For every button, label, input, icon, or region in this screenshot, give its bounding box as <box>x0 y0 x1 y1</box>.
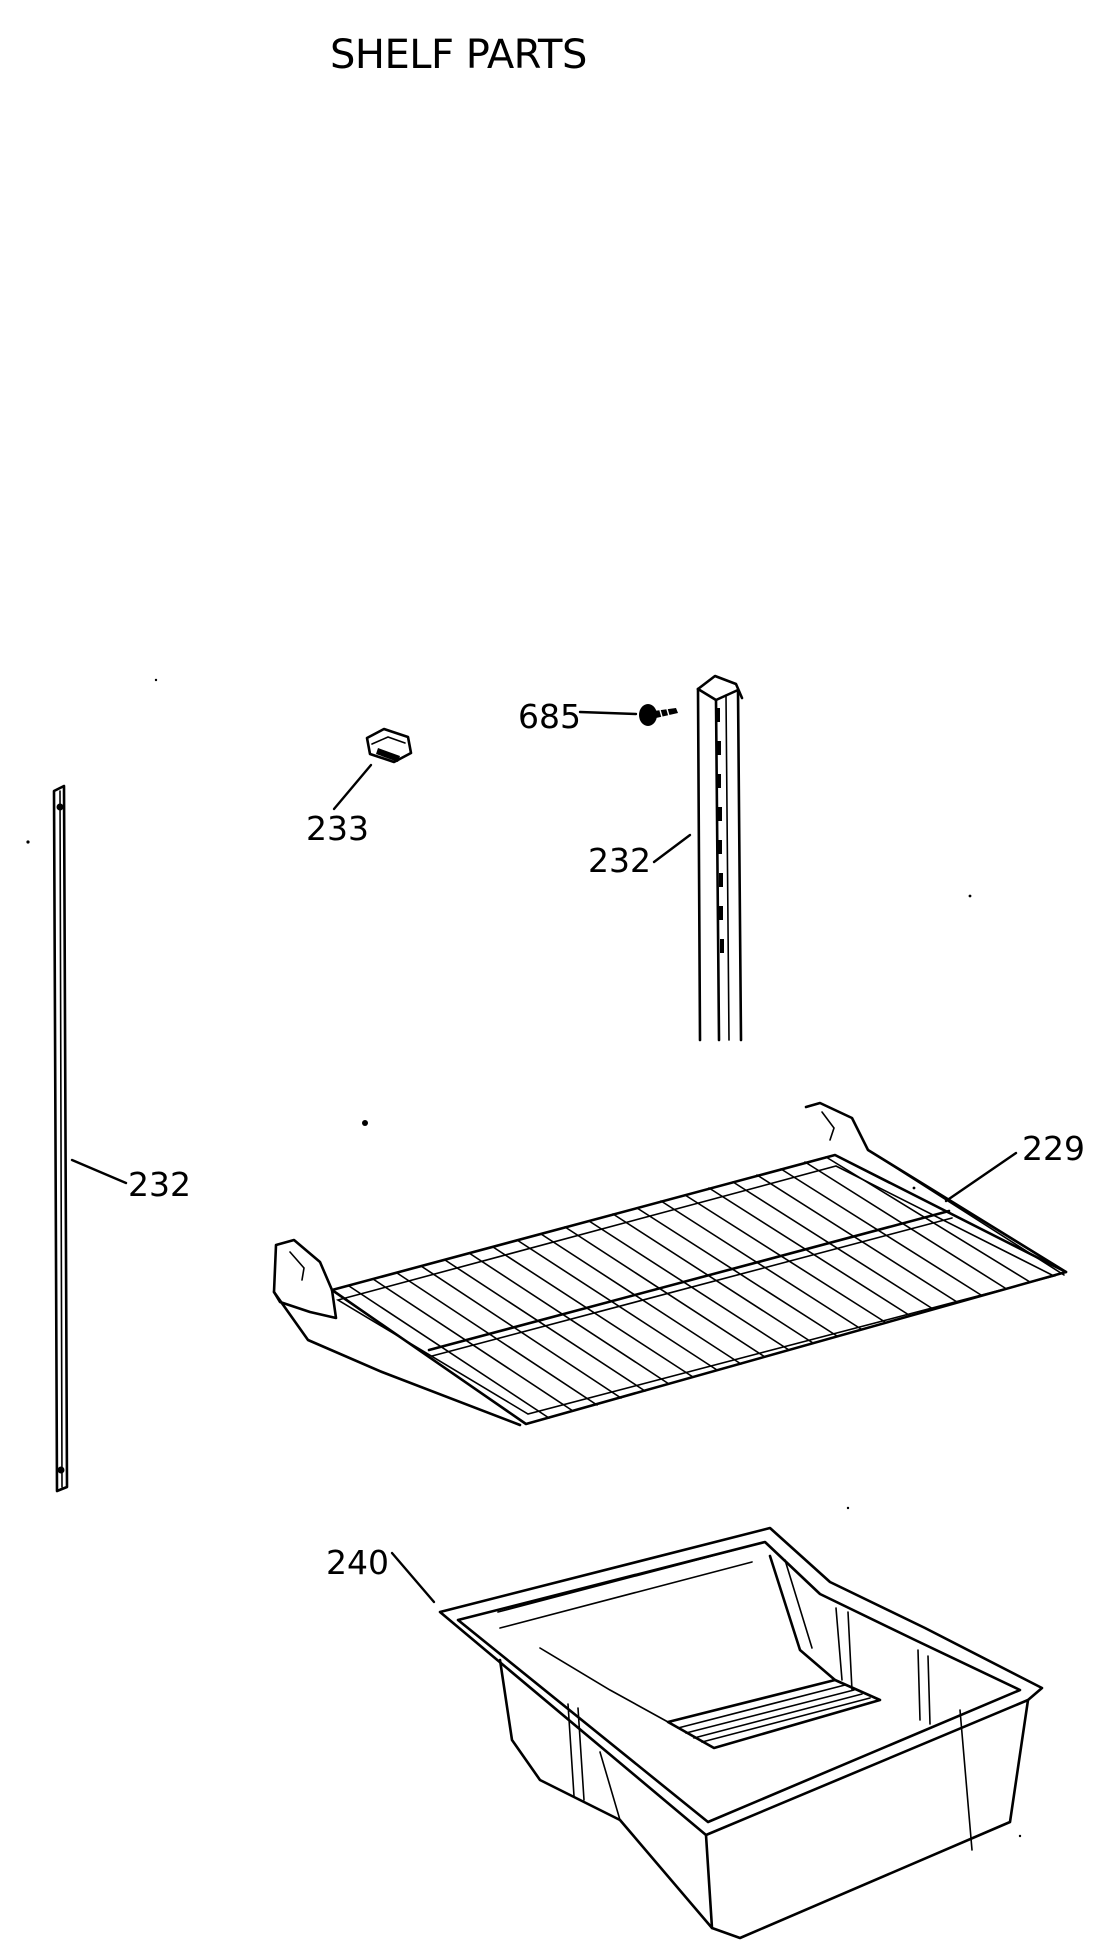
pan-floor-ribs <box>677 1684 871 1743</box>
callout-229: 229 <box>1022 1129 1085 1168</box>
leader-232-upright <box>652 833 692 864</box>
callout-240: 240 <box>326 1543 389 1582</box>
leader-232-strip <box>70 1158 128 1185</box>
leader-240 <box>390 1551 436 1604</box>
callout-232-upright: 232 <box>588 841 651 880</box>
shelf-wires <box>348 1156 1031 1419</box>
part-232-strip <box>52 784 69 1493</box>
page-title: SHELF PARTS <box>330 32 587 78</box>
part-685-screw <box>639 704 678 726</box>
pan-wall-ribs <box>567 1607 973 1851</box>
part-232-upright <box>696 674 744 1042</box>
upright-slots <box>716 708 724 953</box>
leader-233 <box>332 763 373 811</box>
leader-685 <box>578 710 638 716</box>
part-229-wire-shelf <box>272 1101 1068 1427</box>
part-233-clip <box>365 727 413 764</box>
part-240-crisper-pan <box>438 1526 1044 1940</box>
scan-specks <box>26 678 1022 1838</box>
callout-233: 233 <box>306 809 369 848</box>
callout-685: 685 <box>518 697 581 736</box>
leader-229 <box>944 1151 1018 1203</box>
callout-232-strip: 232 <box>128 1165 191 1204</box>
